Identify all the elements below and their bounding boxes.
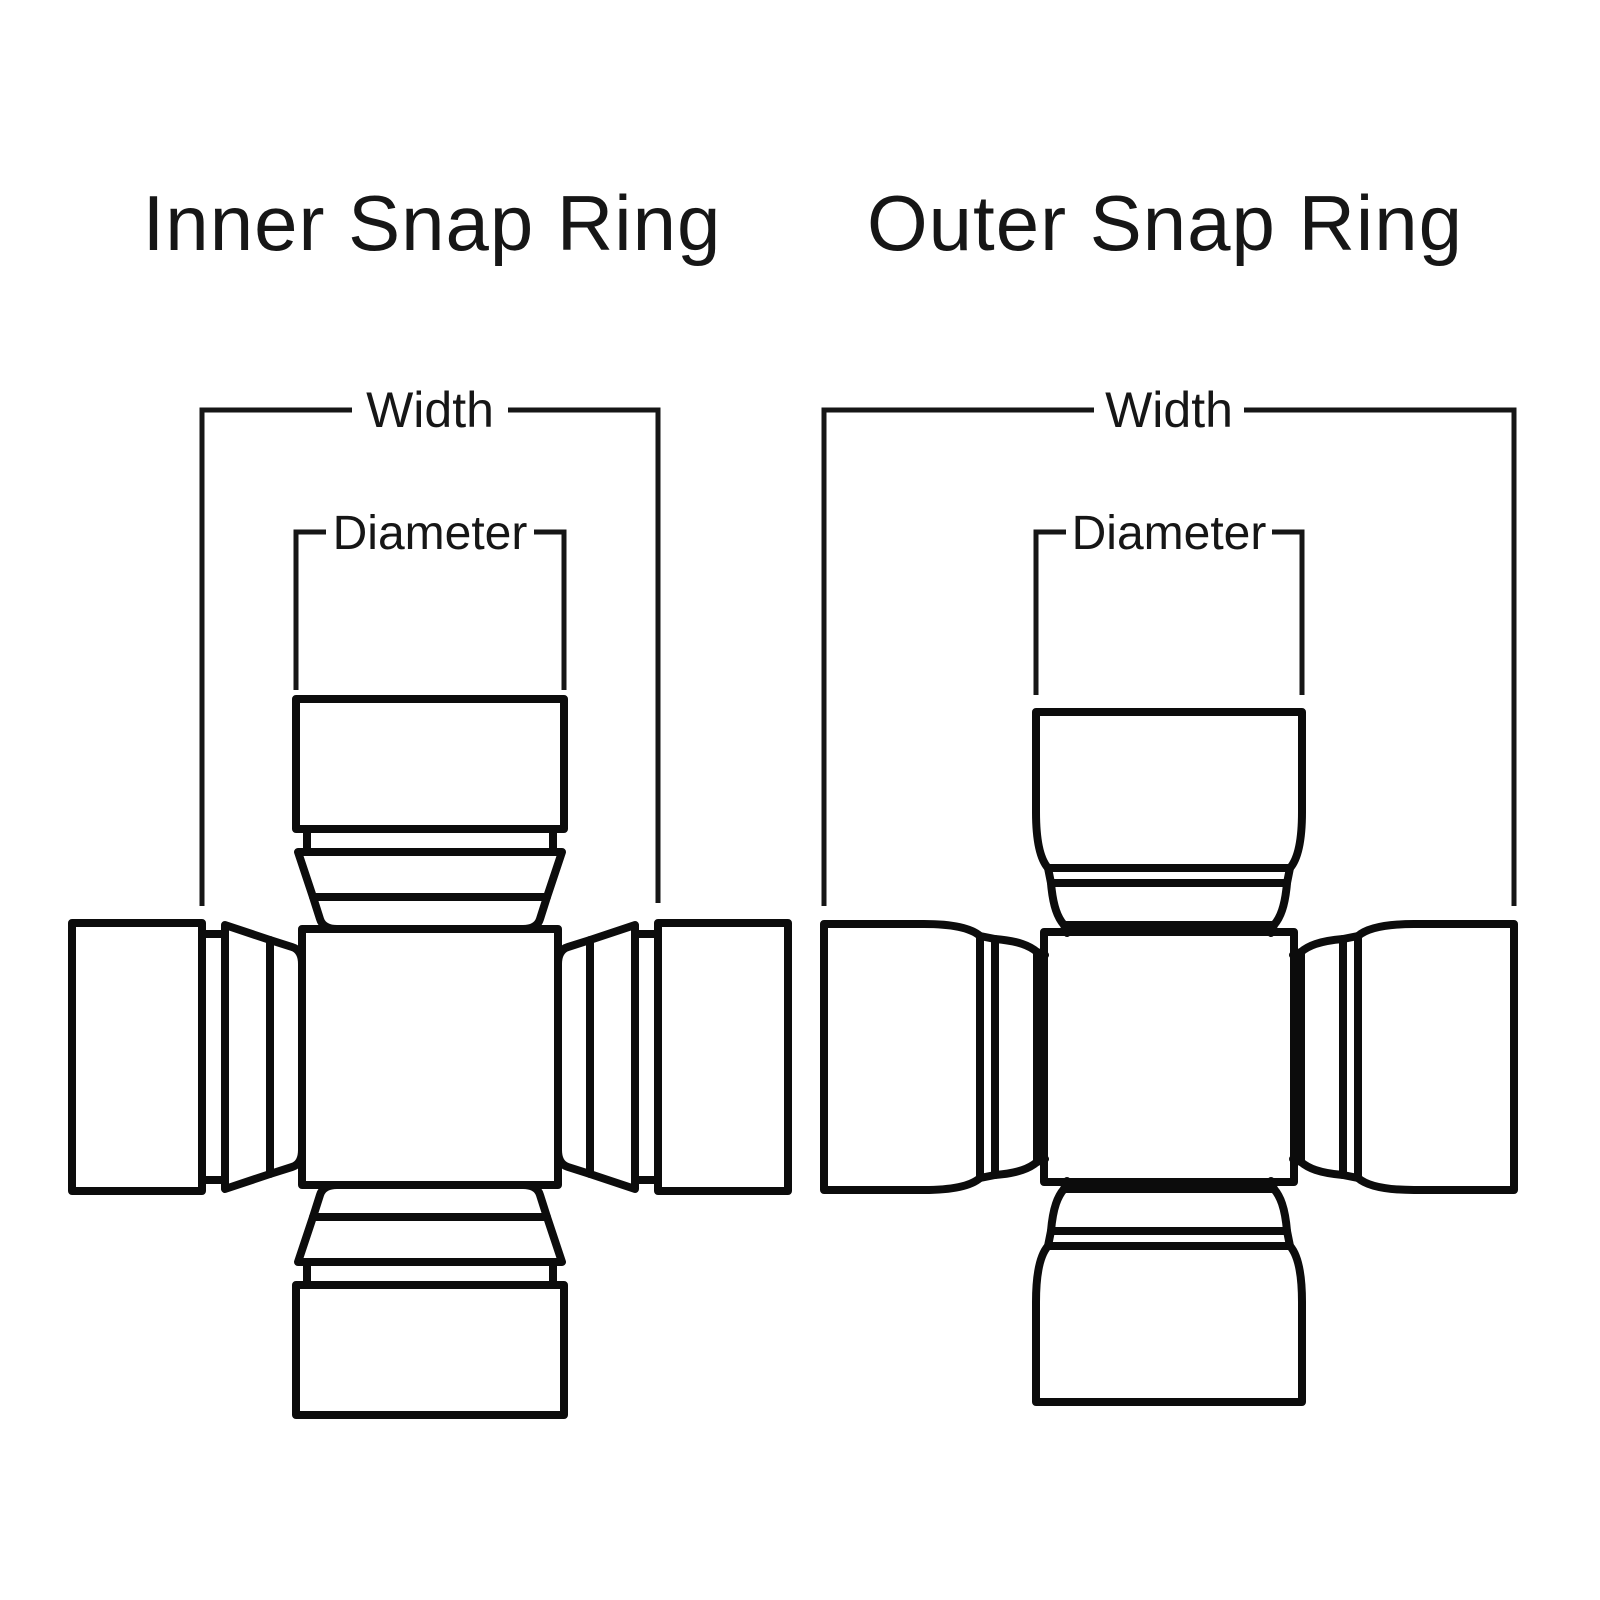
diameter-label: Diameter: [1072, 507, 1267, 560]
width-label: Width: [366, 382, 494, 438]
diameter-bracket-right: [534, 529, 567, 690]
arm-left: [824, 924, 1045, 1190]
arm-bottom: [1036, 1181, 1302, 1402]
width-label: Width: [1105, 382, 1233, 438]
inner-snap-ring-diagram: Inner Snap Ring Width Diameter: [72, 179, 788, 1415]
arm-right: [558, 923, 788, 1191]
outer-diameter-dimension: Diameter: [1033, 507, 1305, 695]
diameter-bracket-left: [1033, 529, 1066, 695]
outer-snap-ring-diagram: Outer Snap Ring Width Diameter: [824, 179, 1514, 1402]
diameter-bracket-right: [1272, 529, 1305, 695]
arm-bottom: [296, 1185, 564, 1415]
cross-body: [298, 925, 562, 1189]
inner-u-joint-cross: [72, 699, 788, 1415]
outer-u-joint-cross: [824, 712, 1514, 1402]
outer-diagram-title: Outer Snap Ring: [867, 179, 1463, 267]
arm-top: [296, 699, 564, 929]
outer-width-dimension: Width: [821, 382, 1517, 906]
width-bracket-right: [1244, 407, 1517, 906]
inner-diagram-title: Inner Snap Ring: [143, 179, 722, 267]
cross-body: [1040, 928, 1298, 1186]
arm-right: [1293, 924, 1514, 1190]
arm-left: [72, 923, 302, 1191]
inner-width-dimension: Width: [199, 382, 661, 906]
diameter-bracket-left: [293, 529, 326, 690]
inner-diameter-dimension: Diameter: [293, 507, 567, 690]
width-bracket-right: [508, 407, 661, 903]
diameter-label: Diameter: [333, 507, 528, 560]
width-bracket-left: [199, 407, 352, 906]
width-bracket-left: [821, 407, 1094, 906]
arm-top: [1036, 712, 1302, 933]
